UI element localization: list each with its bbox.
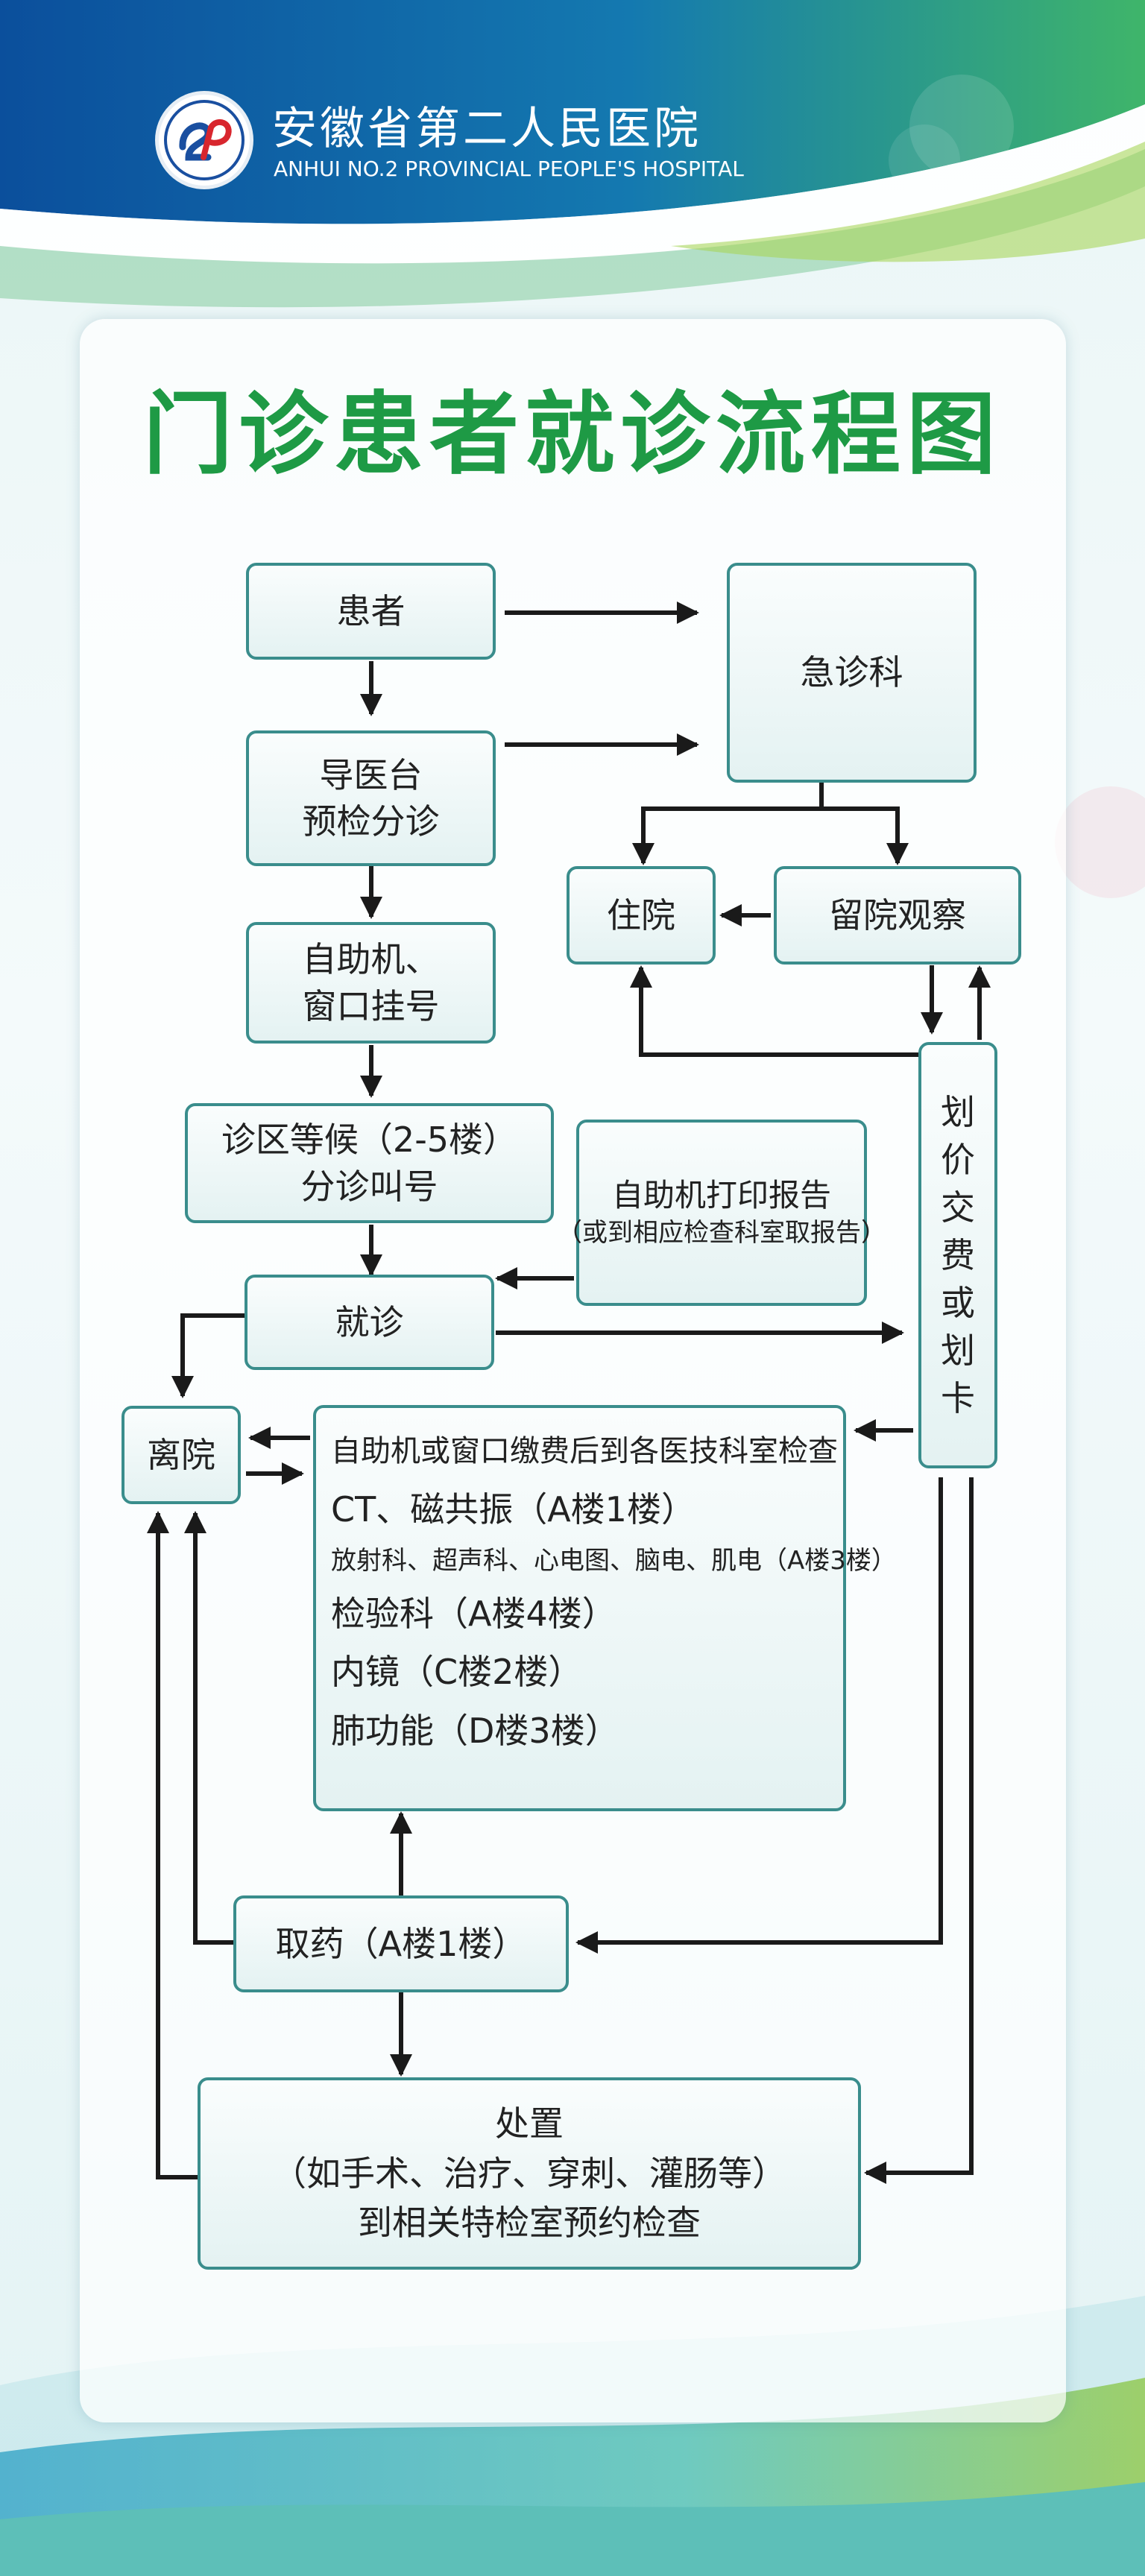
node-hospitalize: 住院 <box>567 866 716 965</box>
node-observation-label: 留院观察 <box>829 894 966 935</box>
exams-item: CT、磁共振（A楼1楼） <box>331 1489 695 1530</box>
node-treatment-line2: （如手术、治疗、穿刺、灌肠等） <box>272 2153 786 2194</box>
node-waiting-line1: 诊区等候（2-5楼） <box>221 1120 518 1161</box>
arrow-treatment-to-leave <box>147 1511 198 2179</box>
node-waiting: 诊区等候（2-5楼） 分诊叫号 <box>185 1103 554 1223</box>
node-patient-label: 患者 <box>336 590 406 631</box>
node-waiting-line2: 分诊叫号 <box>300 1166 438 1207</box>
node-report-line2: （或到相应检查科室取报告） <box>557 1218 886 1248</box>
page-title: 门诊患者就诊流程图 <box>143 383 1002 487</box>
arrow-emergency-to-observation <box>821 806 909 865</box>
node-emergency: 急诊科 <box>727 563 977 783</box>
node-triage-line2: 预检分诊 <box>302 801 440 842</box>
node-report-line1: 自助机打印报告 <box>611 1176 831 1213</box>
arrow-pharmacy-to-leave <box>184 1511 236 1945</box>
arrow-payment-to-pharmacy <box>575 1477 943 1954</box>
node-observation: 留院观察 <box>774 866 1021 965</box>
node-register-line2: 窗口挂号 <box>302 985 440 1026</box>
exams-item: 放射科、超声科、心电图、脑电、肌电（A楼3楼） <box>331 1546 897 1576</box>
exams-item: 肺功能（D楼3楼） <box>331 1710 619 1751</box>
payment-char: 交 <box>941 1187 975 1228</box>
exams-item: 检验科（A楼4楼） <box>331 1593 616 1634</box>
node-exams: 自助机或窗口缴费后到各医技科室检查 CT、磁共振（A楼1楼） 放射科、超声科、心… <box>313 1405 897 1811</box>
hospital-name: 安徽省第二人民医院 <box>272 103 701 155</box>
node-visit: 就诊 <box>245 1275 494 1370</box>
payment-char: 划 <box>941 1092 975 1132</box>
exams-item: 内镜（C楼2楼） <box>331 1652 583 1693</box>
hospital-logo <box>155 91 253 189</box>
node-visit-label: 就诊 <box>335 1301 404 1342</box>
node-pharmacy: 取药（A楼1楼） <box>233 1895 569 1992</box>
arrow-emergency-to-hospitalize <box>632 783 824 865</box>
node-payment: 划价交费或划卡 <box>918 1042 997 1468</box>
payment-char: 价 <box>941 1140 975 1180</box>
payment-char: 划 <box>941 1330 975 1371</box>
node-register-line1: 自助机、 <box>302 939 440 980</box>
node-hospitalize-label: 住院 <box>607 894 675 935</box>
node-report: 自助机打印报告 （或到相应检查科室取报告） <box>557 1120 886 1306</box>
node-emergency-label: 急诊科 <box>800 652 903 693</box>
node-treatment: 处置 （如手术、治疗、穿刺、灌肠等） 到相关特检室预约检查 <box>198 2077 861 2270</box>
node-triage: 导医台 预检分诊 <box>246 730 496 866</box>
node-patient: 患者 <box>246 563 496 660</box>
node-leave-label: 离院 <box>147 1434 215 1475</box>
arrow-visit-to-leave <box>171 1313 245 1398</box>
payment-char: 或 <box>941 1283 975 1323</box>
hospital-name-en: ANHUI NO.2 PROVINCIAL PEOPLE'S HOSPITAL <box>274 157 744 181</box>
node-payment-label: 划价交费或划卡 <box>941 1088 975 1422</box>
node-treatment-line1: 处置 <box>495 2103 564 2144</box>
arrow-payment-to-hospitalize <box>630 965 921 1057</box>
node-pharmacy-label: 取药（A楼1楼） <box>275 1923 527 1964</box>
node-register: 自助机、 窗口挂号 <box>246 922 496 1044</box>
payment-char: 费 <box>941 1235 975 1275</box>
node-treatment-line3: 到相关特检室预约检查 <box>358 2203 701 2244</box>
node-leave: 离院 <box>122 1406 241 1504</box>
payment-char: 卡 <box>941 1378 975 1418</box>
exams-heading: 自助机或窗口缴费后到各医技科室检查 <box>331 1434 838 1468</box>
arrow-payment-to-treatment <box>864 1477 974 2184</box>
node-triage-line1: 导医台 <box>319 754 423 795</box>
